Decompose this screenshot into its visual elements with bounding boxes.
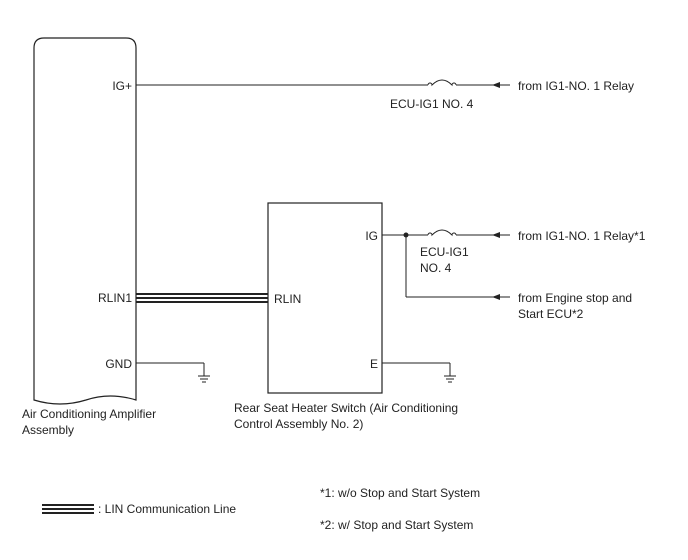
source-label-top: from IG1-NO. 1 Relay <box>518 79 634 93</box>
note-2: *2: w/ Stop and Start System <box>320 518 473 532</box>
note-1: *1: w/o Stop and Start System <box>320 486 480 500</box>
arrow-icon-mid <box>492 232 500 238</box>
ground-icon-switch <box>444 375 456 383</box>
ground-icon-amp <box>198 375 210 383</box>
legend-lin-label: : LIN Communication Line <box>98 502 236 516</box>
fuse-label-mid-line1: ECU-IG1 <box>420 245 469 259</box>
source-label-mid: from IG1-NO. 1 Relay*1 <box>518 229 646 243</box>
amplifier-pin-ig: IG+ <box>112 79 132 93</box>
amplifier-pin-gnd: GND <box>105 357 132 371</box>
legend-lin-symbol <box>42 504 94 514</box>
fuse-icon-top <box>427 79 457 87</box>
switch-label-line2: Control Assembly No. 2) <box>234 417 363 431</box>
source-label-bottom-line1: from Engine stop and <box>518 291 632 305</box>
amplifier-label-line2: Assembly <box>22 423 74 437</box>
lin-communication-line <box>136 293 268 303</box>
arrow-icon-bottom <box>492 294 500 300</box>
fuse-icon-mid <box>427 229 457 237</box>
amplifier-body <box>33 37 137 405</box>
source-label-bottom-line2: Start ECU*2 <box>518 307 584 321</box>
arrow-icon-top <box>492 82 500 88</box>
amplifier-pin-rlin: RLIN1 <box>98 291 132 305</box>
fuse-label-mid-line2: NO. 4 <box>420 261 452 275</box>
amplifier-label-line1: Air Conditioning Amplifier <box>22 407 156 421</box>
switch-body <box>267 202 383 394</box>
switch-pin-rlin: RLIN <box>274 292 301 306</box>
switch-pin-e: E <box>370 357 378 371</box>
switch-pin-ig: IG <box>365 229 378 243</box>
fuse-label-top: ECU-IG1 NO. 4 <box>390 97 474 111</box>
switch-label-line1: Rear Seat Heater Switch (Air Conditionin… <box>234 401 458 415</box>
